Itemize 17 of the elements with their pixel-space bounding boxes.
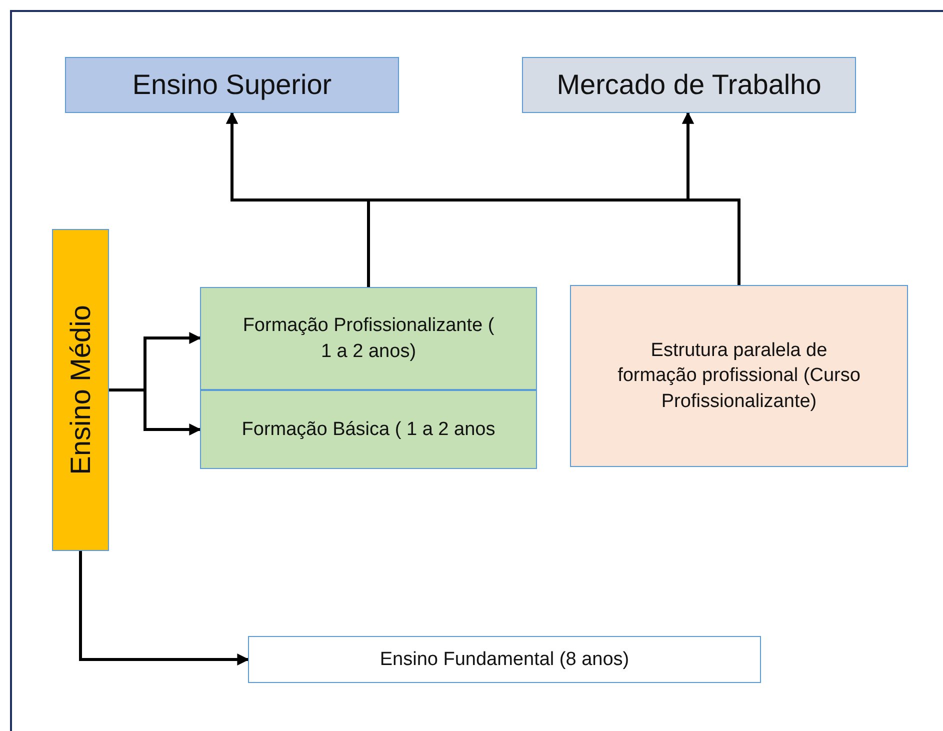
arrow xyxy=(79,551,250,666)
education-box xyxy=(248,636,761,683)
parallel-structure-box xyxy=(570,285,908,467)
training-box xyxy=(200,390,537,469)
node-label: Ensino Médio xyxy=(64,305,97,475)
arrow xyxy=(109,388,202,436)
labor-market-box xyxy=(522,57,856,113)
node-label: Mercado de Trabalho xyxy=(556,68,822,102)
training-box xyxy=(200,287,537,390)
vertical-stage-box xyxy=(52,229,109,551)
node-label: Ensino Superior xyxy=(132,68,332,102)
education-box xyxy=(65,57,399,113)
arrow xyxy=(682,112,740,285)
node-label: Formação Básica ( 1 a 2 anos xyxy=(242,418,496,442)
node-label: Formação Profissionalizante ( 1 a 2 anos) xyxy=(242,314,496,364)
node-label: Ensino Fundamental (8 anos) xyxy=(380,648,630,672)
node-label: Estrutura paralela de formação profissional (Curso Profissionalizante) xyxy=(616,338,862,414)
